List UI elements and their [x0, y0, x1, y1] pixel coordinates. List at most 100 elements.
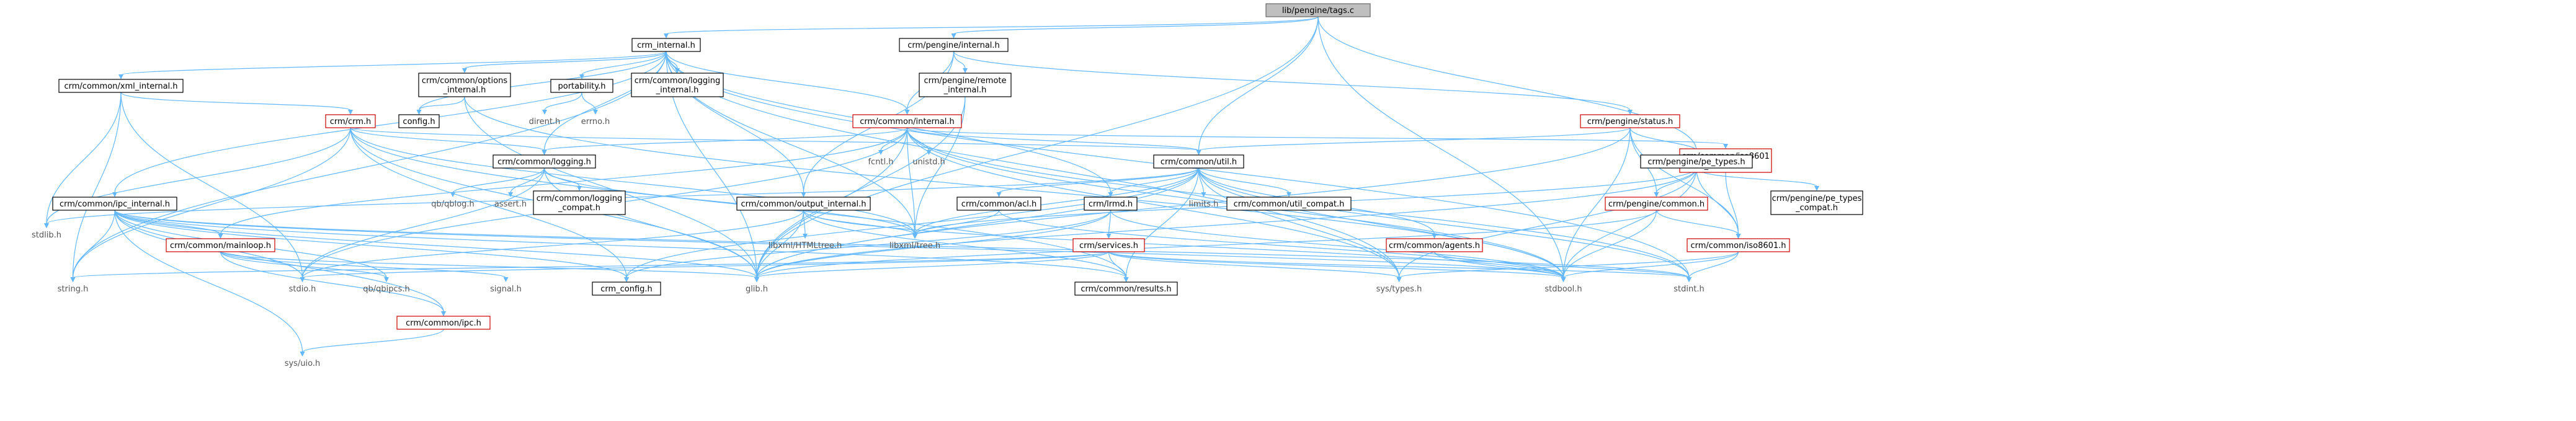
node-util_compat[interactable]: crm/common/util_compat.h: [1226, 197, 1352, 211]
node-pe_internal[interactable]: crm/pengine/internal.h: [899, 38, 1009, 52]
edge-xml_internal-to-stdio_h: [120, 92, 303, 278]
edge-pe_types-to-iso8601: [1696, 167, 1739, 235]
dependency-edges: [44, 16, 1819, 357]
edge-remote_internal-to-glib: [756, 96, 966, 278]
node-util_h[interactable]: crm/common/util.h: [1153, 154, 1244, 169]
edge-arrowhead-lrmd-to-crm_config: [624, 277, 629, 282]
node-logging_internal[interactable]: crm/common/logging_internal.h: [631, 73, 724, 97]
edge-tags-to-stdbool: [1317, 16, 1564, 278]
node-limits: limits.h: [1189, 200, 1219, 209]
edge-pe_internal-to-remote_internal: [953, 51, 966, 69]
edge-ipc_internal-to-ipc_h: [114, 210, 444, 312]
node-tags[interactable]: lib/pengine/tags.c: [1265, 3, 1371, 17]
edge-arrowhead-util_h-to-util_compat: [1286, 192, 1291, 197]
edge-arrowhead-portability-to-errno: [593, 110, 598, 115]
edge-services-to-results: [1108, 251, 1127, 278]
node-stdbool: stdbool.h: [1544, 285, 1582, 294]
node-label-pe_common: crm/pengine/common.h: [1608, 200, 1705, 209]
node-box-util_compat: [1226, 197, 1352, 211]
edge-lrmd-to-glib: [756, 210, 1112, 278]
node-label-libxml_html: libxml/HTMLtree.h: [769, 241, 842, 250]
node-box-ipc_internal: [52, 197, 177, 211]
node-lrmd[interactable]: crm/lrmd.h: [1084, 197, 1138, 211]
node-iso8601[interactable]: crm/common/iso8601.h: [1687, 238, 1790, 252]
node-label-config_h: config.h: [403, 117, 435, 126]
edge-xml_internal-to-string_h: [72, 92, 122, 278]
node-box-remote_internal: [919, 73, 1012, 97]
node-box-portability: [550, 79, 613, 93]
edge-ipc_internal-to-crm_config: [114, 210, 627, 278]
node-crm_config[interactable]: crm_config.h: [592, 281, 661, 296]
node-systypes: sys/types.h: [1376, 285, 1422, 294]
node-pe_types[interactable]: crm/pengine/pe_types.h: [1640, 154, 1753, 169]
node-ipc_internal[interactable]: crm/common/ipc_internal.h: [52, 197, 177, 211]
edge-util_h-to-stdbool: [1198, 167, 1564, 278]
node-unistd: unistd.h: [912, 157, 945, 167]
node-crm_h[interactable]: crm/crm.h: [325, 114, 376, 128]
edge-arrowhead-portability-to-dirent: [542, 110, 547, 115]
edge-ipc_internal-to-glib: [114, 210, 757, 278]
edge-arrowhead-ipc_internal-to-mainloop: [218, 234, 223, 239]
node-label-xml_internal: crm/common/xml_internal.h: [64, 82, 177, 91]
node-results[interactable]: crm/common/results.h: [1074, 281, 1178, 296]
node-box-logging_h: [492, 154, 596, 169]
edge-tags-to-pe_types: [1317, 16, 1697, 151]
node-fcntl: fcntl.h: [868, 157, 893, 167]
edge-acl-to-stdbool: [998, 210, 1564, 278]
node-options_internal[interactable]: crm/common/options_internal.h: [418, 73, 511, 97]
node-acl[interactable]: crm/common/acl.h: [956, 197, 1041, 211]
edge-services-to-stdint: [1108, 251, 1690, 278]
node-config_h[interactable]: config.h: [398, 114, 440, 128]
node-label-ipc_internal: crm/common/ipc_internal.h: [60, 200, 170, 209]
edge-tags-to-pe_internal: [953, 16, 1319, 35]
edge-arrowhead-logging_h-to-logging_compat: [577, 186, 582, 191]
node-box-crm_config: [592, 281, 661, 296]
node-logging_h[interactable]: crm/common/logging.h: [492, 154, 596, 169]
edge-remote_internal-to-libxml_tree: [914, 96, 966, 235]
node-label-options_internal: _internal.h: [443, 86, 486, 95]
node-pe_types_compat[interactable]: crm/pengine/pe_types_compat.h: [1770, 190, 1863, 215]
node-portability[interactable]: portability.h: [550, 79, 613, 93]
edge-ipc_internal-to-mainloop: [114, 210, 221, 235]
node-services[interactable]: crm/services.h: [1072, 238, 1145, 252]
edge-arrowhead-crm_internal-to-options_internal: [462, 68, 467, 73]
edge-output_internal-to-glib: [756, 210, 804, 278]
edge-util_h-to-libxml_tree: [914, 167, 1200, 235]
node-label-pe_types_compat: _compat.h: [1795, 203, 1838, 213]
node-qblog: qb/qblog.h: [431, 200, 475, 209]
node-label-dirent: dirent.h: [529, 117, 561, 126]
edge-arrowhead-ipc_h-to-sysuio: [300, 352, 305, 357]
edge-crm_internal-to-config_h: [418, 51, 667, 111]
node-remote_internal[interactable]: crm/pengine/remote_internal.h: [919, 73, 1012, 97]
node-glib: glib.h: [746, 285, 768, 294]
edge-arrowhead-logging_h-to-qblog: [450, 192, 455, 197]
node-output_internal[interactable]: crm/common/output_internal.h: [736, 197, 871, 211]
node-pe_common[interactable]: crm/pengine/common.h: [1605, 197, 1708, 211]
edge-output_internal-to-stdio_h: [301, 210, 804, 278]
edge-arrowhead-util_h-to-lrmd: [1108, 192, 1113, 197]
node-label-options_internal: crm/common/options: [422, 76, 507, 86]
node-box-pe_common: [1605, 197, 1708, 211]
node-ipc_h[interactable]: crm/common/ipc.h: [396, 316, 491, 330]
node-agents[interactable]: crm/common/agents.h: [1386, 238, 1483, 252]
edge-output_internal-to-results: [803, 210, 1127, 278]
node-common_internal[interactable]: crm/common/internal.h: [852, 114, 962, 128]
node-box-common_internal: [852, 114, 962, 128]
node-mainloop[interactable]: crm/common/mainloop.h: [166, 238, 275, 252]
edge-arrowhead-mainloop-to-signal_h: [503, 277, 509, 282]
edge-agents-to-stdbool: [1433, 251, 1564, 278]
edge-arrowhead-pe_types-to-pe_common: [1654, 192, 1659, 197]
edge-arrowhead-services-to-string_h: [70, 277, 76, 282]
edge-arrowhead-logging_h-to-assert: [508, 192, 513, 197]
node-label-pe_types_compat: crm/pengine/pe_types: [1772, 194, 1862, 203]
node-label-libxml_tree: libxml/tree.h: [889, 241, 940, 250]
edge-crm_internal-to-portability: [581, 51, 667, 76]
node-crm_internal[interactable]: crm_internal.h: [631, 38, 701, 52]
edge-arrowhead-pe_internal-to-status_h: [1628, 110, 1633, 115]
node-logging_compat[interactable]: crm/common/logging_compat.h: [533, 190, 626, 215]
node-status_h[interactable]: crm/pengine/status.h: [1580, 114, 1680, 128]
node-xml_internal[interactable]: crm/common/xml_internal.h: [58, 79, 184, 93]
node-label-logging_internal: _internal.h: [656, 86, 699, 95]
node-box-iso8601: [1687, 238, 1790, 252]
node-label-portability: portability.h: [558, 82, 605, 91]
